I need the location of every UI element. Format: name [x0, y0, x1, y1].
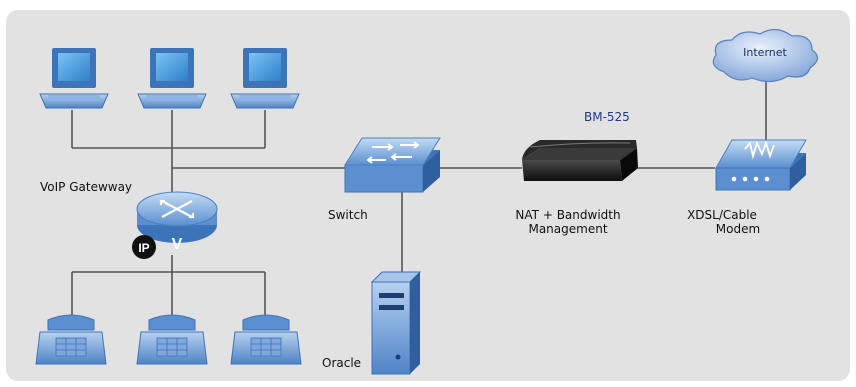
voip-router-icon: V — [136, 191, 218, 253]
desktop-pc-icon — [137, 48, 207, 109]
ip-phone-icon — [136, 314, 208, 365]
bm525-gateway-icon — [522, 140, 638, 181]
oracle-label: Oracle — [322, 356, 362, 370]
network-switch-icon — [344, 137, 441, 193]
voip-letter: V — [172, 236, 183, 253]
nat-label-line2: Management — [528, 222, 608, 236]
desktop-pc-icon — [39, 48, 109, 109]
ip-phone-icon — [35, 314, 107, 365]
desktop-pc-icon — [230, 48, 300, 109]
ip-badge-icon: IP — [132, 235, 156, 259]
server-tower-icon — [370, 271, 422, 375]
voip-gateway-label: VoIP Gatewway — [40, 180, 133, 194]
cables — [71, 80, 767, 320]
ip-phone-icon — [230, 314, 302, 365]
bm525-label: BM-525 — [584, 110, 630, 124]
internet-cloud-icon: Internet — [712, 28, 819, 83]
modem-label-line2: Modem — [715, 222, 761, 236]
internet-label: Internet — [743, 46, 787, 59]
modem-icon — [715, 139, 807, 191]
nat-label-line1: NAT + Bandwidth — [515, 208, 621, 222]
switch-label: Switch — [328, 208, 368, 222]
ip-badge-text: IP — [138, 241, 149, 255]
modem-label-line1: XDSL/Cable — [687, 208, 757, 222]
diagram-panel — [6, 10, 850, 381]
